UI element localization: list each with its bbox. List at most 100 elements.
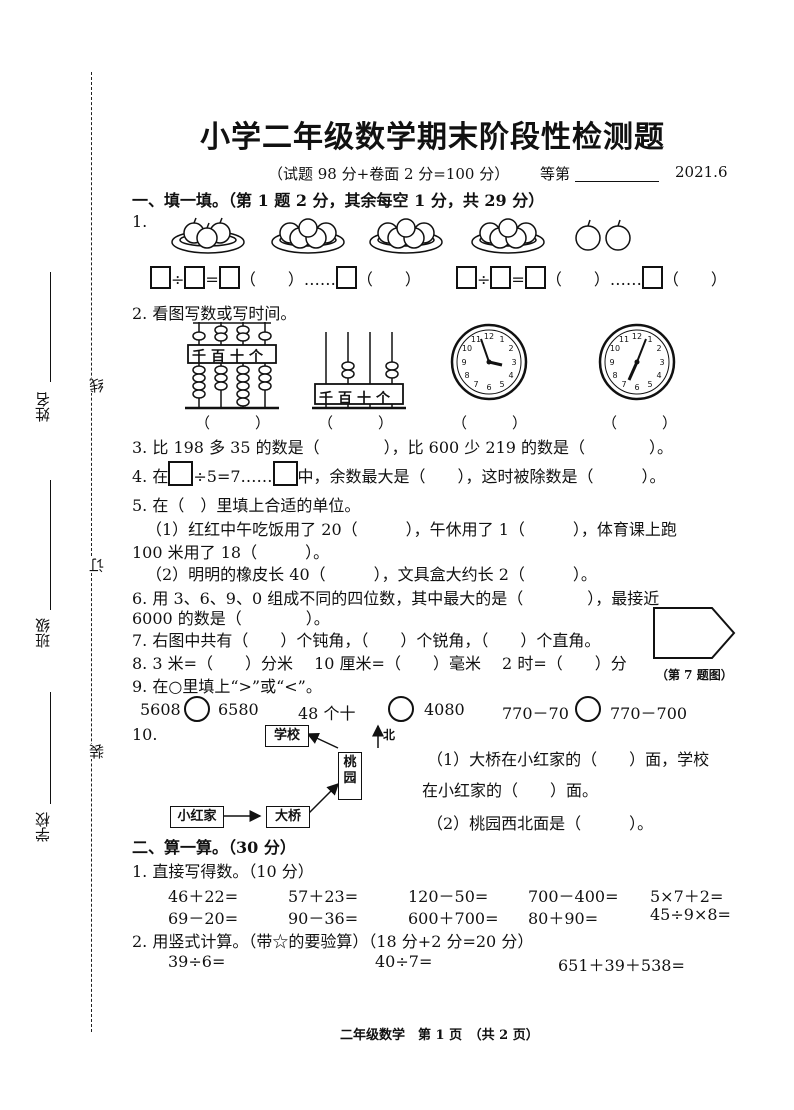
q10-2-text: （2）桃园西北面是（ ）。 xyxy=(427,814,654,833)
svg-text:2: 2 xyxy=(508,344,513,353)
binding-dashed-line xyxy=(91,72,92,1032)
svg-text:1: 1 xyxy=(647,335,652,344)
svg-text:5: 5 xyxy=(499,380,504,389)
svg-text:5: 5 xyxy=(647,380,652,389)
answer-box[interactable] xyxy=(184,266,206,289)
q1-right-equation: ÷=（ ）……（ ） xyxy=(456,266,727,290)
school-blank xyxy=(50,692,51,804)
map-home-box: 小红家 xyxy=(170,806,224,828)
compare-circle[interactable] xyxy=(388,696,414,722)
compare-circle[interactable] xyxy=(184,696,210,722)
q3-text: 3. 比 198 多 35 的数是（ ），比 600 少 219 的数是（ ）。 xyxy=(132,438,674,457)
svg-text:4: 4 xyxy=(656,371,661,380)
abacus-2-label: 千百十个 xyxy=(319,391,395,407)
svg-text:10: 10 xyxy=(462,344,472,353)
compare-3-left: 770－70 xyxy=(502,704,569,723)
svg-text:10: 10 xyxy=(610,344,620,353)
abacus-2 xyxy=(312,332,406,410)
loose-apples xyxy=(575,219,631,251)
q9-text: 9. 在○里填上“>”或“<”。 xyxy=(132,677,322,696)
q5-2-text: （2）明明的橡皮长 40（ ），文具盒大约长 2（ ）。 xyxy=(146,565,597,584)
q5-text: 5. 在（ ）里填上合适的单位。 xyxy=(132,496,361,515)
page-title: 小学二年级数学期末阶段性检测题 xyxy=(200,120,665,155)
apple-plate-4 xyxy=(471,218,545,254)
q7-pentagon-figure xyxy=(653,607,736,659)
abacus-1-label: 千百十个 xyxy=(192,349,268,365)
abacus-1 xyxy=(185,322,279,410)
apple-plate-3 xyxy=(369,218,443,254)
answer-box[interactable] xyxy=(335,266,357,289)
north-label: 北 xyxy=(383,728,396,742)
answer-box[interactable] xyxy=(456,266,477,289)
q1-left-equation: ÷=（ ）……（ ） xyxy=(150,266,421,290)
section1-heading: 一、填一填。（第 1 题 2 分，其余每空 1 分，共 29 分） xyxy=(132,191,545,210)
svg-text:11: 11 xyxy=(471,335,481,344)
q6-text: 6. 用 3、6、9、0 组成不同的四位数，其中最大的是（ ），最接近 xyxy=(132,589,660,608)
calc-item: 120－50= xyxy=(408,887,489,906)
q1-number: 1. xyxy=(132,212,148,231)
answer-box[interactable] xyxy=(218,266,240,289)
q10-1-text-cont: 在小红家的（ ）面。 xyxy=(422,781,599,800)
answer-paren[interactable]: （ ） xyxy=(318,414,394,432)
svg-text:6: 6 xyxy=(634,383,639,392)
name-blank xyxy=(50,272,51,382)
calc-item: 46＋22= xyxy=(168,887,239,906)
answer-box[interactable] xyxy=(641,266,663,289)
map-peach-garden-box: 桃园 xyxy=(338,752,362,800)
class-label: 班级 xyxy=(34,618,52,648)
q6-text-cont: 6000 的数是（ ）。 xyxy=(132,609,330,628)
compare-2-right: 4080 xyxy=(424,700,465,719)
calc-item: 600＋700= xyxy=(408,909,499,928)
margin-zhuang-char: 装 xyxy=(86,744,107,759)
calc-item: 45÷9×8= xyxy=(650,905,731,924)
answer-paren[interactable]: （ ） xyxy=(195,414,271,432)
apple-plate-1 xyxy=(171,217,245,254)
answer-paren[interactable]: （ ） xyxy=(452,414,528,432)
svg-text:7: 7 xyxy=(621,380,626,389)
s2-q1-text: 1. 直接写得数。（10 分） xyxy=(132,862,314,881)
q5-1-text-cont: 100 米用了 18（ ）。 xyxy=(132,543,330,562)
vertical-calc-item: 651＋39＋538= xyxy=(558,956,685,975)
answer-box[interactable] xyxy=(524,266,546,289)
svg-text:12: 12 xyxy=(484,332,494,341)
margin-ding-char: 订 xyxy=(86,558,107,573)
q5-1-text: （1）红红中午吃饭用了 20（ ），午休用了 1（ ），体育课上跑 xyxy=(146,520,677,539)
calc-item: 5×7＋2= xyxy=(650,887,724,906)
margin-line-char: 线 xyxy=(86,378,107,393)
apple-plates-illustration xyxy=(171,217,631,254)
answer-box[interactable] xyxy=(272,461,298,486)
q8-text: 8. 3 米=（ ）分米 10 厘米=（ ）毫米 2 时=（ ）分 xyxy=(132,654,627,673)
svg-text:3: 3 xyxy=(511,358,516,367)
grade-label: 等第 xyxy=(540,165,571,183)
calc-item: 700－400= xyxy=(528,887,619,906)
q7-caption: （第 7 题图） xyxy=(656,668,733,682)
svg-text:9: 9 xyxy=(461,358,466,367)
compare-3-right: 770－700 xyxy=(610,704,688,723)
grade-blank xyxy=(575,181,659,182)
map-bridge-box: 大桥 xyxy=(266,806,310,828)
calc-item: 57＋23= xyxy=(288,887,359,906)
q2-text: 2. 看图写数或写时间。 xyxy=(132,304,297,323)
apple-plate-2 xyxy=(271,218,345,254)
answer-box[interactable] xyxy=(150,266,171,289)
svg-text:8: 8 xyxy=(612,371,617,380)
compare-circle[interactable] xyxy=(575,696,601,722)
compare-1-right: 6580 xyxy=(218,700,259,719)
svg-text:6: 6 xyxy=(486,383,491,392)
name-label: 姓名 xyxy=(34,392,52,422)
s2-q2-text: 2. 用竖式计算。（带☆的要验算）（18 分+2 分=20 分） xyxy=(132,932,534,951)
answer-paren[interactable]: （ ） xyxy=(602,414,678,432)
q10-number: 10. xyxy=(132,725,158,744)
svg-text:8: 8 xyxy=(464,371,469,380)
calc-item: 80＋90= xyxy=(528,909,599,928)
compare-2-left: 48 个十 xyxy=(298,704,356,723)
answer-box[interactable] xyxy=(490,266,512,289)
map-school-box: 学校 xyxy=(265,725,309,747)
vertical-calc-item: 39÷6= xyxy=(168,952,226,971)
q4-text: 4. 在÷5=7……中，余数最大是（ ），这时被除数是（ ）。 xyxy=(132,461,666,487)
svg-text:9: 9 xyxy=(609,358,614,367)
answer-box[interactable] xyxy=(168,461,194,486)
score-note: （试题 98 分+卷面 2 分=100 分） xyxy=(268,165,510,183)
